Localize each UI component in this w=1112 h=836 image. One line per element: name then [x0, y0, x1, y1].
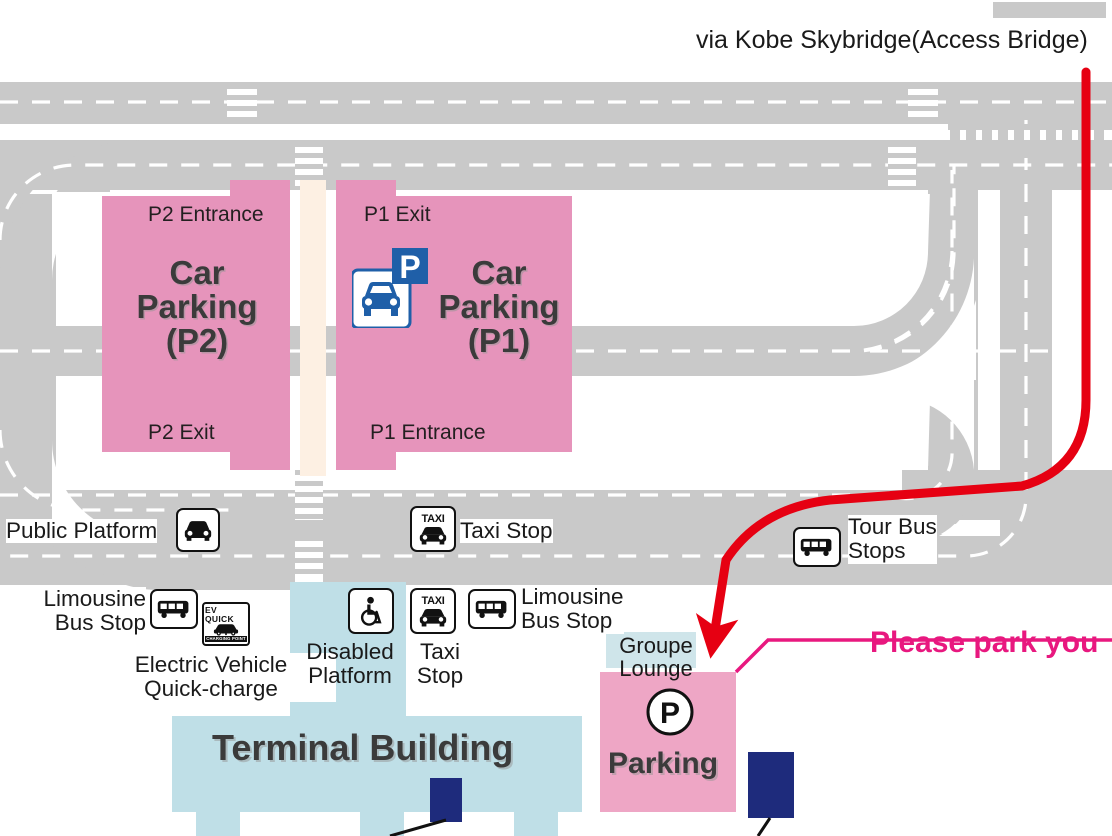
parking-lot-p1-lower-notch [336, 448, 396, 470]
car-glyph [362, 282, 400, 316]
tour-bus-stops-line2: Stops [848, 538, 906, 564]
wheelchair-icon [348, 588, 394, 634]
public-platform-label: Public Platform [6, 518, 158, 544]
taxi-stop-lower-label: Taxi Stop [404, 639, 476, 689]
disabled-label-line1: Disabled [306, 639, 394, 664]
p1-title: Car Parking (P1) [424, 256, 574, 358]
crosswalk-top-1 [227, 84, 257, 122]
ev-label-line2: Quick-charge [144, 676, 278, 702]
p2-title-line2: Parking [136, 287, 258, 325]
car-parking-sign-letter: P [399, 249, 420, 285]
terminal-building-shape [172, 582, 582, 836]
groupe-lounge-label: Groupe Lounge [601, 634, 711, 680]
groupe-lounge-line2: Lounge [619, 656, 693, 682]
taxi-icon-text: TAXI [421, 594, 445, 607]
limousine-right-line1: Limousine [521, 584, 624, 609]
ev-charge-icon: EV QUICK CHARGING POINT [202, 602, 250, 646]
divider-cream [300, 180, 326, 476]
crosswalk-top-2 [908, 84, 938, 122]
access-bridge-title: via Kobe Skybridge(Access Bridge) [696, 26, 1088, 54]
limousine-bus-stop-right-label: Limousine Bus Stop [521, 584, 624, 634]
limousine-right-line2: Bus Stop [521, 608, 613, 634]
bus-icon [468, 589, 516, 629]
svg-text:P: P [660, 697, 680, 730]
p2-entrance-label: P2 Entrance [148, 203, 264, 226]
parking-lot-p1-notch [336, 180, 396, 200]
car-icon [176, 508, 220, 552]
parking-p-circle-icon: P [646, 688, 694, 736]
taxi-icon: TAXI [410, 506, 456, 552]
parking-lot-p2-main [102, 196, 290, 452]
ev-label-line1: Electric Vehicle [134, 652, 288, 677]
tour-bus-stops-label: Tour Bus Stops [848, 514, 937, 564]
gate-leader-right [756, 817, 772, 836]
ev-icon-top-text: EV QUICK [205, 605, 234, 624]
taxi-stop-upper-label: Taxi Stop [460, 518, 553, 544]
taxi-lower-line2: Stop [416, 663, 464, 689]
p1-title-line2: Parking [438, 287, 560, 325]
limousine-left-line2: Bus Stop [54, 610, 146, 636]
taxi-icon-text: TAXI [421, 512, 445, 525]
car-parking-sign-icon: P [350, 248, 432, 330]
limousine-left-line1: Limousine [43, 586, 146, 611]
disabled-label-line2: Platform [308, 663, 392, 689]
p1-title-line1: Car [471, 254, 527, 291]
callout-leader-line [734, 638, 1112, 674]
crosswalk-upper-right [888, 142, 916, 190]
tour-bus-stops-line1: Tour Bus [848, 514, 937, 539]
route-red-line [695, 67, 1091, 659]
gate-marker-right [748, 752, 794, 818]
terminal-building-label: Terminal Building [212, 727, 514, 768]
groupe-lounge-block [606, 632, 696, 668]
road-fragment-top [993, 2, 1106, 18]
gate-marker-terminal [430, 778, 462, 822]
taxi-icon: TAXI [410, 588, 456, 634]
crosswalks [227, 84, 938, 582]
ev-icon-bottom-text: CHARGING POINT [205, 635, 247, 642]
parking-lots [102, 180, 572, 476]
groupe-lounge-line1: Groupe [619, 633, 693, 658]
p1-title-line3: (P1) [467, 321, 531, 359]
p1-entrance-label: P1 Entrance [370, 421, 486, 444]
p2-title: Car Parking (P2) [112, 256, 282, 358]
p2-exit-label: P2 Exit [148, 421, 215, 444]
bottom-parking-label: Parking [608, 747, 719, 780]
gate-leader-terminal [389, 818, 447, 836]
ev-quick-charge-label: Electric Vehicle Quick-charge [86, 652, 336, 702]
parking-lot-p2-notch [230, 180, 290, 200]
taxi-lower-line1: Taxi [419, 639, 460, 664]
p2-title-line3: (P2) [165, 321, 229, 359]
limousine-bus-stop-left-label: Limousine Bus Stop [26, 586, 146, 636]
crosswalk-lower-mid-2 [295, 536, 323, 582]
p2-title-line1: Car [169, 254, 225, 291]
park-here-note: Please park you [870, 626, 1099, 659]
bus-icon [793, 527, 841, 567]
disabled-platform-label: Disabled Platform [300, 639, 400, 689]
parking-lot-p2-lower-notch [230, 448, 290, 470]
bus-icon [150, 589, 198, 629]
p1-exit-label: P1 Exit [364, 203, 431, 226]
crosswalk-lower-mid [295, 470, 323, 520]
